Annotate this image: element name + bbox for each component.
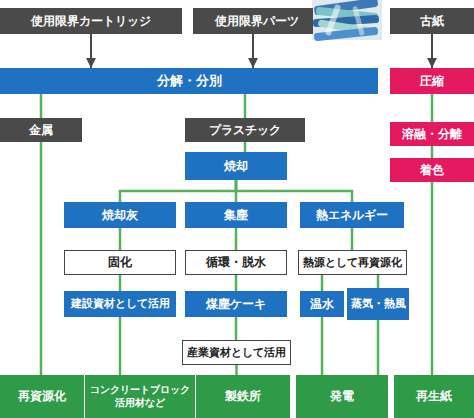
process-box: 溶融・分離 (390, 122, 474, 146)
flow-line (235, 365, 238, 375)
box-label: 蒸気・熱風 (351, 297, 406, 311)
process-box: 産業資材として活用 (182, 340, 291, 365)
box-label: 産業資材として活用 (187, 346, 286, 360)
process-box: 使用限界パーツ (193, 8, 313, 34)
process-box: 熱源として再資源化 (298, 250, 407, 275)
box-label: 再生紙 (416, 389, 452, 404)
box-label: 金属 (29, 123, 53, 138)
flow-line (244, 142, 247, 152)
flow-line (244, 94, 247, 118)
box-label: 製鉄所 (225, 389, 261, 404)
box-label: 分解・分別 (157, 73, 222, 89)
flow-line (235, 228, 238, 250)
process-box: 発電 (296, 375, 388, 418)
flow-line (321, 317, 324, 375)
process-box: 循環・脱水 (185, 250, 287, 275)
flow-line (119, 275, 122, 291)
box-label: 溶融・分離 (402, 127, 462, 142)
process-box: 焼却 (185, 152, 287, 180)
flow-line (377, 320, 380, 375)
process-box: 圧縮 (390, 68, 474, 94)
box-label: 発電 (330, 389, 354, 404)
box-label: 固化 (108, 255, 132, 270)
box-label: 熱源として再資源化 (303, 256, 402, 270)
flow-line (119, 317, 122, 375)
process-box: 建設資材として活用 (64, 291, 176, 317)
box-label: 温水 (310, 297, 334, 312)
flow-line (431, 94, 434, 122)
process-box: 蒸気・熱風 (347, 288, 409, 320)
process-box: 焼却灰 (64, 202, 176, 228)
process-box: 熱エネルギー (300, 202, 404, 228)
flow-arrow (90, 34, 92, 68)
flow-line (40, 94, 43, 118)
box-label: 着色 (420, 163, 444, 178)
process-box: 温水 (300, 291, 344, 317)
box-label: 循環・脱水 (206, 255, 266, 270)
process-box: コンクリートブロック 活用材など (85, 375, 195, 418)
process-box: 分解・分別 (0, 68, 378, 94)
box-label: 焼却灰 (102, 208, 138, 223)
flow-line (431, 182, 434, 375)
process-box: 再資源化 (0, 375, 84, 418)
process-box: 集塵 (185, 202, 287, 228)
flow-line (236, 180, 352, 202)
flow-line (431, 146, 434, 158)
process-box: 固化 (64, 250, 176, 275)
process-box: 煤塵ケーキ (185, 291, 287, 317)
process-box: 古紙 (390, 8, 474, 34)
process-box: 製鉄所 (196, 375, 290, 418)
process-box: 金属 (0, 118, 82, 142)
box-label: 煤塵ケーキ (206, 297, 266, 312)
parts-photo (312, 0, 382, 41)
flow-line (377, 275, 380, 288)
flow-line (235, 317, 238, 340)
box-label: 集塵 (224, 208, 248, 223)
box-label: プラスチック (209, 123, 281, 138)
flow-arrow (431, 34, 433, 68)
box-label: 使用限界パーツ (215, 14, 299, 29)
process-box: プラスチック (185, 118, 305, 142)
flow-line (235, 275, 238, 291)
box-label: コンクリートブロック 活用材など (85, 384, 195, 409)
box-label: 建設資材として活用 (71, 297, 170, 311)
flow-arrow (252, 34, 254, 68)
box-label: 圧縮 (420, 74, 444, 89)
process-box: 再生紙 (394, 375, 474, 418)
process-box: 使用限界カートリッジ (0, 8, 182, 34)
box-label: 再資源化 (18, 389, 66, 404)
box-label: 熱エネルギー (316, 208, 388, 223)
flow-line (351, 228, 354, 250)
flow-line (321, 275, 324, 291)
flow-line (120, 180, 236, 202)
flow-line (119, 228, 122, 250)
process-box: 着色 (390, 158, 474, 182)
flow-line (40, 142, 43, 375)
box-label: 焼却 (224, 159, 248, 174)
box-label: 使用限界カートリッジ (31, 14, 151, 29)
box-label: 古紙 (420, 14, 444, 29)
